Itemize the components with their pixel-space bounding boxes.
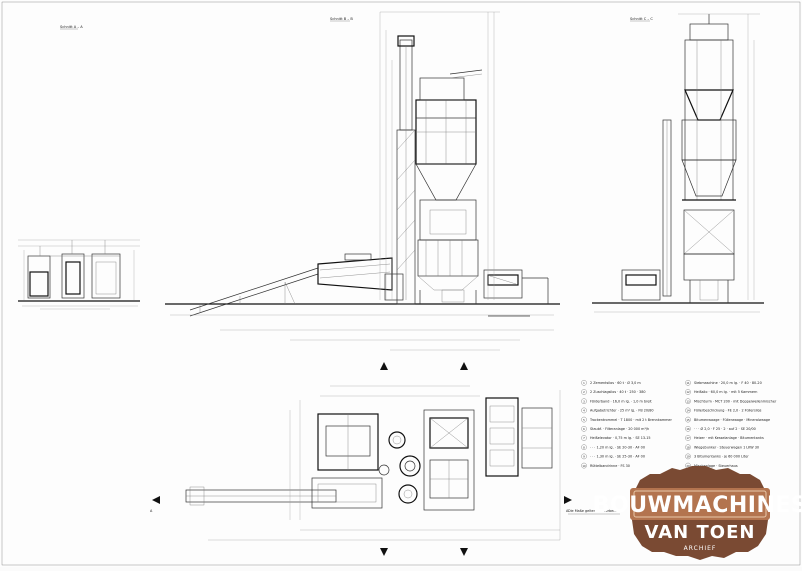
legend-number: 5 bbox=[583, 418, 585, 422]
plan-view: A A Die Maße gelten mit Vorbehalt bbox=[150, 362, 620, 556]
legend-number: 4 bbox=[583, 409, 585, 413]
legend-text: 3 Bitumentanks · je 60 000 Liter bbox=[694, 455, 749, 459]
legend-number-marker bbox=[685, 389, 691, 395]
legend-text: Bitumenwaage · Füllerwaage · Mineralwaag… bbox=[694, 418, 770, 422]
legend-item: 10 Rüttelbandrinne · FS 30 bbox=[581, 462, 630, 469]
plan-caption: Die Maße gelten mit Vorbehalt bbox=[568, 509, 620, 513]
legend-number: 20 bbox=[686, 464, 690, 468]
legend-item: 19 3 Bitumentanks · je 60 000 Liter bbox=[685, 453, 749, 460]
legend-number-marker bbox=[685, 407, 691, 414]
legend-number-marker bbox=[581, 407, 587, 414]
legend-item: 5 Trockentrommel · T 1800 · mit 2 t Brenn… bbox=[581, 416, 673, 423]
legend-number-marker bbox=[581, 444, 587, 451]
legend-number-marker bbox=[685, 379, 691, 386]
legend-number: 2 bbox=[583, 390, 585, 394]
legend-item: 8 · · · 1,20 m lg. · SE 20-30 · AF 00 bbox=[581, 444, 645, 451]
legend-text: Mischanlage · Steuerhaus bbox=[694, 464, 738, 468]
legend-item: 4 Aufgabetrichter · 25 m³ lg. · FB 20/80 bbox=[581, 407, 654, 414]
legend-number: 10 bbox=[582, 464, 586, 468]
legend-item: 18 Wiegebunker · Steuerwagen 1 LKW 30 bbox=[685, 444, 759, 451]
legend-number: 17 bbox=[686, 436, 690, 440]
legend-item: 11 Siebmaschine · 20,0 m lg. · F 40 · 80-… bbox=[685, 379, 762, 386]
elevation-section-aa: Schnitt A – A bbox=[18, 25, 140, 310]
legend-text: Siebmaschine · 20,0 m lg. · F 40 · 80-20 bbox=[694, 381, 762, 385]
legend-text: Heißelevator · 0,75 m lg. · SE 13-15 bbox=[590, 436, 651, 440]
legend-number-marker bbox=[581, 453, 587, 460]
legend-number: 16 bbox=[686, 427, 690, 431]
legend-item: 3 Förderband · 16,0 m lg. · 1,0 m breit bbox=[581, 398, 652, 405]
legend-number-marker bbox=[685, 425, 691, 432]
legend-text: Wiegebunker · Steuerwagen 1 LKW 30 bbox=[694, 445, 759, 449]
legend-item: 2 2 Zuschlagsilos · 40 t · 250 · 380 bbox=[581, 389, 646, 395]
legend-number: 15 bbox=[686, 418, 690, 422]
section-marker-arrow bbox=[380, 362, 388, 370]
legend-number: 13 bbox=[686, 399, 690, 403]
legend-text: Heizer · mit Kesselanlage · Bitumentanks bbox=[694, 436, 764, 440]
logo-line1: BOUWMACHINES bbox=[593, 493, 802, 518]
legend-number: 12 bbox=[686, 390, 690, 394]
legend-item: 6 Staubf. · Filteranlage · 20 000 m³/h bbox=[581, 425, 649, 432]
legend-block: 1 2 Zementsilos · 60 t · Ø 3,0 m 2 2 Zuschl… bbox=[581, 379, 777, 469]
legend-text: Rüttelbandrinne · FS 30 bbox=[590, 464, 630, 468]
legend-text: Mischturm · MCT 200 · mit Doppelwellenmi… bbox=[694, 399, 777, 403]
legend-number-marker bbox=[581, 389, 587, 395]
legend-item: 7 Heißelevator · 0,75 m lg. · SE 13-15 bbox=[581, 435, 651, 441]
legend-text: · · · 1,20 m lg. · SE 20-30 · AF 00 bbox=[590, 445, 645, 449]
legend-item: 14 Füllerbeschickung · FE 2,0 · 2 Füllers… bbox=[685, 407, 762, 414]
legend-number: 9 bbox=[583, 455, 585, 459]
legend-number-marker bbox=[581, 379, 587, 386]
legend-text: Trockentrommel · T 1800 · mit 2 t Brennk… bbox=[589, 418, 673, 422]
legend-number: 1 bbox=[583, 381, 585, 385]
legend-number-marker bbox=[581, 435, 587, 441]
legend-text: · · · Ø 2,0 · F 25 · 2 · auf 2 · SE 20/0… bbox=[694, 426, 756, 431]
legend-number: 7 bbox=[583, 436, 585, 440]
legend-text: Heißsilo · 60,0 m lg. · mit 5 Kammern bbox=[694, 390, 757, 394]
legend-number-marker bbox=[581, 416, 587, 423]
logo-line2: VAN TOEN bbox=[645, 522, 756, 543]
legend-number-marker bbox=[685, 453, 691, 460]
legend-number: 8 bbox=[583, 445, 585, 449]
svg-text:A: A bbox=[566, 509, 569, 513]
legend-item: 16 · · · Ø 2,0 · F 25 · 2 · auf 2 · SE 20… bbox=[685, 425, 756, 432]
legend-number: 19 bbox=[686, 455, 690, 459]
elevation-section-cc: Schnitt C – C bbox=[592, 13, 764, 313]
legend-item: 13 Mischturm · MCT 200 · mit Doppelwellen… bbox=[685, 398, 777, 405]
bouwmachines-van-toen-logo: BOUWMACHINES VAN TOEN ARCHIEF bbox=[593, 466, 802, 560]
section-cc-title: Schnitt C – C bbox=[630, 17, 653, 21]
legend-number-marker bbox=[685, 444, 691, 451]
legend-item: 17 Heizer · mit Kesselanlage · Bitumentan… bbox=[685, 435, 764, 441]
elevation-section-bb: Schnitt B – B bbox=[165, 11, 560, 351]
legend-number-marker bbox=[581, 398, 587, 405]
legend-number: 6 bbox=[583, 427, 585, 431]
legend-text: 2 Zementsilos · 60 t · Ø 3,0 m bbox=[590, 380, 641, 385]
legend-text: Förderband · 16,0 m lg. · 1,0 m breit bbox=[590, 399, 652, 403]
legend-item: 15 Bitumenwaage · Füllerwaage · Mineralwa… bbox=[685, 416, 770, 423]
legend-number-marker bbox=[685, 398, 691, 405]
legend-number: 11 bbox=[686, 381, 690, 385]
section-aa-title: Schnitt A – A bbox=[60, 25, 83, 29]
legend-text: · · · 1,30 m lg. · SE 25-30 · AF 00 bbox=[590, 455, 645, 459]
legend-number-marker bbox=[581, 425, 587, 432]
legend-item: 12 Heißsilo · 60,0 m lg. · mit 5 Kammern bbox=[685, 389, 757, 395]
legend-item: 1 2 Zementsilos · 60 t · Ø 3,0 m bbox=[581, 379, 641, 386]
legend-number-marker bbox=[581, 462, 587, 469]
legend-item: 9 · · · 1,30 m lg. · SE 25-30 · AF 00 bbox=[581, 453, 645, 460]
legend-number-marker bbox=[685, 435, 691, 441]
legend-number: 18 bbox=[686, 445, 690, 449]
section-bb-title: Schnitt B – B bbox=[330, 17, 353, 21]
legend-text: Füllerbeschickung · FE 2,0 · 2 Füllersil… bbox=[694, 409, 762, 413]
logo-tag: ARCHIEF bbox=[684, 545, 717, 552]
legend-text: Aufgabetrichter · 25 m³ lg. · FB 20/80 bbox=[590, 409, 654, 413]
legend-text: 2 Zuschlagsilos · 40 t · 250 · 380 bbox=[590, 390, 646, 394]
legend-text: Staubf. · Filteranlage · 20 000 m³/h bbox=[590, 427, 649, 431]
legend-number: 3 bbox=[583, 399, 585, 403]
legend-number: 14 bbox=[686, 409, 690, 413]
svg-text:A: A bbox=[150, 509, 153, 513]
legend-number-marker bbox=[685, 416, 691, 423]
